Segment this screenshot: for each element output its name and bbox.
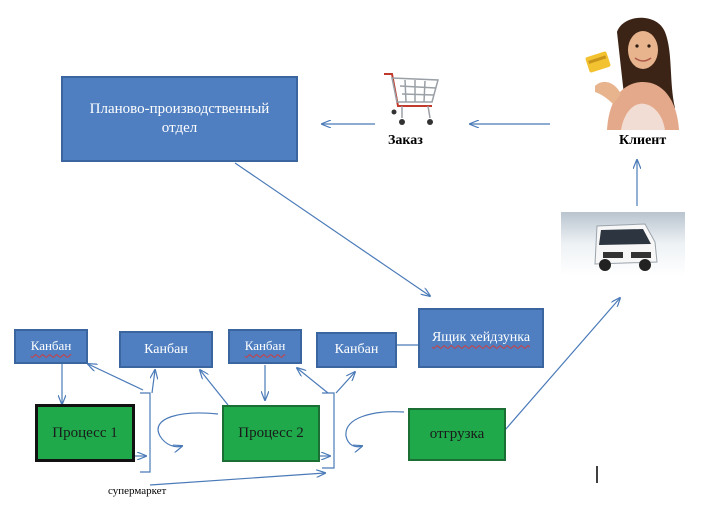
supermarket-label: супермаркет: [108, 485, 167, 497]
shipping-label: отгрузка: [429, 426, 485, 443]
arrow-supermarket2-to-shipping-pull: [345, 411, 405, 447]
supermarket2-bracket: [322, 392, 335, 469]
client-photo: [585, 12, 683, 130]
process-2-label: Процесс 2: [238, 425, 304, 442]
kanban-card-1-label: Канбан: [30, 338, 72, 354]
kanban-card-1: Канбан: [14, 329, 88, 364]
arrow-shipping-to-truck: [504, 298, 620, 431]
client-label: Клиент: [619, 133, 667, 148]
shipping-box: отгрузка: [408, 408, 506, 461]
arrow-supermarket2-to-kanban4: [335, 372, 355, 394]
arrow-process2-to-kanban2: [200, 370, 229, 406]
shopping-cart-icon: [384, 73, 439, 125]
planning-dept-box: Планово-производственный отдел: [61, 76, 298, 162]
delivery-van-icon: [561, 212, 685, 276]
kanban-card-4: Канбан: [316, 332, 397, 368]
arrow-planning-to-heijunka: [234, 162, 430, 296]
process-2-box: Процесс 2: [222, 405, 320, 462]
kanban-card-2-label: Канбан: [144, 341, 188, 357]
arrow-supermarket1-to-process2-pull: [157, 412, 219, 447]
process-1-label: Процесс 1: [52, 424, 118, 441]
order-label: Заказ: [388, 133, 423, 148]
arrow-supermarket2-to-kanban3: [297, 368, 329, 394]
kanban-card-3: Канбан: [228, 329, 302, 364]
kanban-card-3-label: Канбан: [244, 338, 286, 354]
kanban-card-4-label: Канбан: [334, 342, 379, 358]
heijunka-box: Ящик хейдзунка: [418, 308, 544, 368]
arrow-supermarket1-to-supermarket2: [149, 473, 325, 486]
process-1-box: Процесс 1: [35, 404, 135, 462]
heijunka-box-label: Ящик хейдзунка: [431, 330, 531, 346]
supermarket1-bracket: [140, 392, 151, 473]
arrow-supermarket1-to-kanban2: [152, 370, 155, 394]
arrow-supermarket1-to-kanban1: [88, 364, 144, 391]
kanban-card-2: Канбан: [119, 331, 213, 368]
planning-dept-label: Планово-производственный отдел: [89, 101, 270, 136]
